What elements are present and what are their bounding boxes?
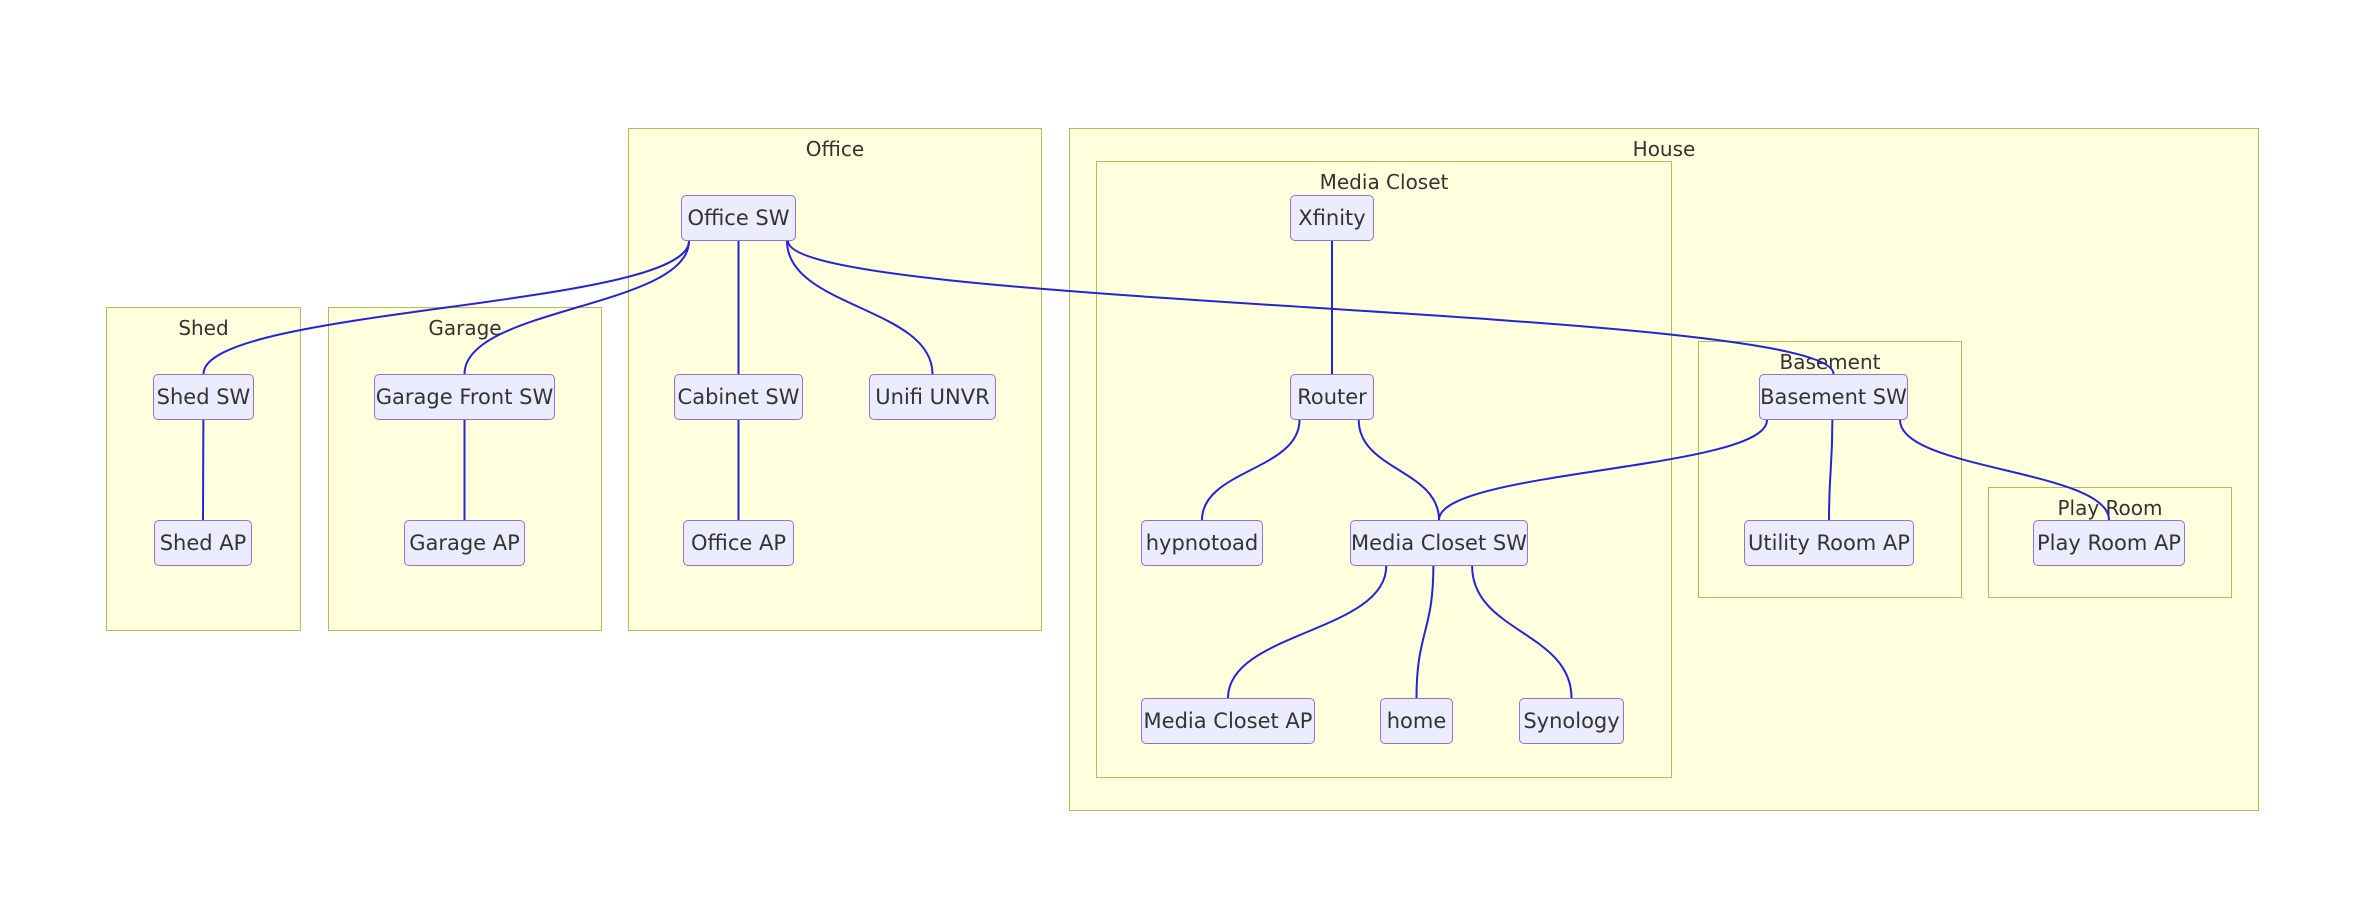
node-play-room-ap[interactable]: Play Room AP [2033, 520, 2185, 566]
cluster-title-play-room: Play Room [2057, 496, 2163, 520]
node-office-sw[interactable]: Office SW [681, 195, 796, 241]
node-shed-ap[interactable]: Shed AP [154, 520, 252, 566]
node-basement-sw[interactable]: Basement SW [1759, 374, 1908, 420]
edge-basement_sw-to-utility_room_ap [1828, 419, 1834, 521]
edge-router-to-hypnotoad [1201, 419, 1301, 521]
node-media-closet-ap[interactable]: Media Closet AP [1141, 698, 1315, 744]
node-unifi-unvr[interactable]: Unifi UNVR [869, 374, 996, 420]
node-utility-room-ap[interactable]: Utility Room AP [1744, 520, 1914, 566]
node-garage-ap[interactable]: Garage AP [404, 520, 525, 566]
edge-media_closet_sw-to-home [1415, 565, 1435, 699]
node-home[interactable]: home [1380, 698, 1453, 744]
cluster-title-garage: Garage [428, 316, 502, 340]
edge-office_sw-to-unifi_unvr [786, 240, 934, 375]
node-cabinet-sw[interactable]: Cabinet SW [674, 374, 803, 420]
node-xfinity[interactable]: Xfinity [1290, 195, 1374, 241]
cluster-title-house: House [1632, 137, 1696, 161]
node-garage-front-sw[interactable]: Garage Front SW [374, 374, 555, 420]
edge-router-to-media_closet_sw [1357, 419, 1440, 521]
edge-media_closet_sw-to-media_closet_ap [1227, 565, 1388, 699]
edge-basement_sw-to-play_room_ap [1899, 419, 2110, 521]
node-hypnotoad[interactable]: hypnotoad [1141, 520, 1263, 566]
node-media-closet-sw[interactable]: Media Closet SW [1350, 520, 1528, 566]
edge-media_closet_sw-to-synology [1471, 565, 1573, 699]
cluster-title-office: Office [805, 137, 865, 161]
cluster-title-media-closet: Media Closet [1319, 170, 1449, 194]
node-router[interactable]: Router [1290, 374, 1374, 420]
node-shed-sw[interactable]: Shed SW [153, 374, 254, 420]
node-synology[interactable]: Synology [1519, 698, 1624, 744]
edge-office_sw-to-basement_sw [787, 240, 1835, 375]
node-office-ap[interactable]: Office AP [683, 520, 794, 566]
edge-basement_sw-to-media_closet_sw [1438, 419, 1768, 521]
edge-office_sw-to-shed_sw [202, 240, 690, 375]
cluster-title-shed: Shed [178, 316, 229, 340]
cluster-media-closet: Media Closet [1096, 161, 1672, 778]
edge-office_sw-to-garage_front_sw [463, 240, 690, 375]
